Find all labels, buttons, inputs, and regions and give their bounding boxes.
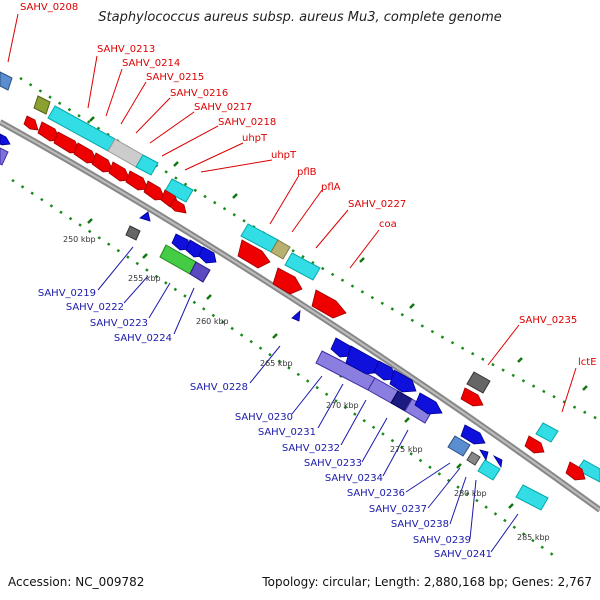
accession-text: Accession: NC_009782 — [8, 575, 145, 589]
gene-block — [0, 147, 9, 166]
lower-gene-label-9: SAHV_0234 — [325, 473, 383, 484]
kbp-label-4: 270 kbp — [326, 401, 359, 410]
gene-arrow — [565, 461, 586, 481]
dotted-guide-lines — [11, 76, 600, 562]
lower-gene-label-10: SAHV_0236 — [347, 488, 405, 499]
gene-arrow — [73, 142, 98, 164]
kbp-label-2: 260 kbp — [196, 317, 229, 326]
gene-block — [33, 95, 51, 115]
gene-arrow — [139, 211, 151, 222]
kbp-label-1: 255 kbp — [128, 274, 161, 283]
kbp-label-5: 275 kbp — [390, 445, 423, 454]
kbp-ticks — [87, 116, 588, 509]
gene-arrow — [524, 435, 545, 454]
upper-gene-label-7: uhpT — [242, 133, 268, 144]
gene-arrow — [389, 369, 417, 393]
lower-gene-label-6: SAHV_0231 — [258, 427, 316, 438]
gene-arrow — [492, 454, 503, 469]
gene-arrow — [414, 392, 443, 415]
lower-leader-lines — [97, 246, 519, 553]
gene-block — [466, 451, 481, 466]
kbp-label-0: 250 kbp — [63, 235, 96, 244]
lower-gene-labels: SAHV_0219SAHV_0222SAHV_0223SAHV_0224SAHV… — [38, 288, 492, 560]
lower-gene-label-4: SAHV_0228 — [190, 382, 248, 393]
upper-gene-label-0: SAHV_0208 — [20, 2, 78, 13]
gene-arrow — [460, 387, 484, 407]
gene-arrow — [272, 267, 303, 295]
kbp-label-6: 280 kbp — [454, 489, 487, 498]
kbp-scale-labels: 250 kbp 255 kbp 260 kbp 265 kbp 270 kbp 275 k… — [63, 235, 550, 542]
lower-gene-label-13: SAHV_0239 — [413, 535, 471, 546]
gene-arrow — [345, 345, 383, 375]
gene-arrow — [143, 180, 166, 201]
lower-gene-label-12: SAHV_0238 — [391, 519, 449, 530]
gene-arrow — [108, 161, 131, 182]
upper-gene-label-2: SAHV_0214 — [122, 58, 180, 69]
upper-gene-label-3: SAHV_0215 — [146, 72, 204, 83]
gene-arrow — [0, 133, 11, 146]
gene-arrow — [479, 449, 489, 462]
gene-block — [515, 484, 549, 511]
gene-block — [284, 252, 321, 281]
gene-block — [535, 422, 559, 443]
lower-feature-blocks[interactable] — [0, 147, 549, 511]
lower-gene-label-0: SAHV_0219 — [38, 288, 96, 299]
gene-arrow — [198, 246, 217, 264]
lower-gene-label-11: SAHV_0237 — [369, 504, 427, 515]
gene-block — [0, 71, 13, 91]
upper-gene-label-12: coa — [379, 219, 397, 230]
upper-gene-label-14: lctE — [578, 357, 597, 368]
gene-arrow — [171, 233, 191, 251]
lower-gene-label-8: SAHV_0233 — [304, 458, 362, 469]
upper-gene-label-11: SAHV_0227 — [348, 199, 406, 210]
lower-gene-label-1: SAHV_0222 — [66, 302, 124, 313]
backbone-highlight — [0, 121, 600, 511]
lower-gene-label-3: SAHV_0224 — [114, 333, 172, 344]
gene-arrow — [330, 337, 353, 358]
upper-leader-lines — [7, 13, 577, 413]
gene-arrow — [125, 170, 149, 191]
gene-block — [270, 239, 291, 260]
upper-gene-label-13: SAHV_0235 — [519, 315, 577, 326]
upper-gene-label-8: uhpT — [271, 150, 297, 161]
lower-gene-label-14: SAHV_0241 — [434, 549, 492, 560]
upper-gene-label-1: SAHV_0213 — [97, 44, 155, 55]
upper-gene-label-9: pflB — [297, 167, 317, 178]
gene-block — [447, 435, 471, 457]
gene-block — [135, 154, 159, 176]
gene-block — [466, 371, 491, 394]
kbp-label-7: 285 kbp — [517, 533, 550, 542]
gene-block — [576, 459, 600, 483]
gene-arrow — [23, 115, 39, 131]
kbp-label-3: 265 kbp — [260, 359, 293, 368]
gene-block — [189, 261, 211, 283]
lower-blue-arrows[interactable] — [0, 133, 503, 469]
gene-arrow — [460, 424, 486, 445]
genome-title: Staphylococcus aureus subsp. aureus Mu3,… — [98, 10, 502, 25]
gene-block — [125, 225, 141, 241]
gene-arrow — [311, 289, 347, 319]
gene-arrow — [91, 152, 114, 173]
upper-gene-label-6: SAHV_0218 — [218, 117, 276, 128]
upper-feature-blocks[interactable] — [0, 71, 600, 483]
upper-gene-label-5: SAHV_0217 — [194, 102, 252, 113]
gene-arrow — [291, 310, 301, 322]
upper-gene-label-4: SAHV_0216 — [170, 88, 228, 99]
gene-block — [477, 459, 501, 481]
genome-summary-text: Topology: circular; Length: 2,880,168 bp… — [262, 575, 592, 589]
upper-gene-labels: SAHV_0208SAHV_0213SAHV_0214SAHV_0215SAHV… — [20, 2, 597, 368]
gene-arrow — [373, 360, 396, 381]
upper-gene-label-10: pflA — [321, 182, 341, 193]
gene-arrow — [169, 198, 187, 214]
upper-red-arrows[interactable] — [23, 115, 586, 481]
gene-block — [164, 178, 194, 203]
lower-gene-label-7: SAHV_0232 — [282, 443, 340, 454]
lower-gene-label-2: SAHV_0223 — [90, 318, 148, 329]
lower-gene-label-5: SAHV_0230 — [235, 412, 293, 423]
gene-arrow — [237, 239, 271, 269]
